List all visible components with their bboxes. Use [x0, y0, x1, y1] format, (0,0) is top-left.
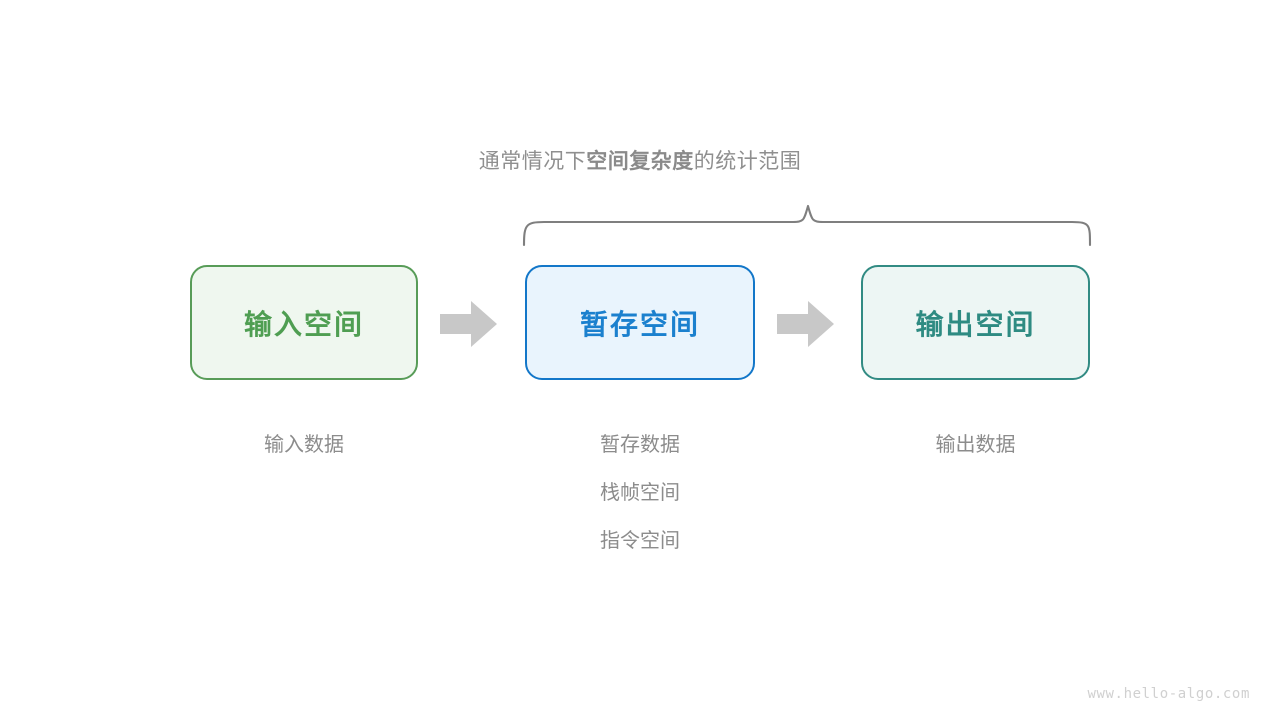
scope-caption-prefix: 通常情况下 [478, 150, 587, 173]
box-output-space: 输出空间 [861, 265, 1090, 380]
scope-caption-emphasis: 空间复杂度 [586, 150, 694, 173]
arrow-input-to-temp-icon [440, 300, 498, 348]
caption-item: 栈帧空间 [600, 482, 680, 504]
box-input-space-label: 输入空间 [243, 308, 364, 340]
caption-item: 输入数据 [264, 434, 344, 456]
box-input-space: 输入空间 [190, 265, 418, 380]
caption-item: 暂存数据 [600, 434, 680, 456]
captions-output-space: 输出数据 [861, 421, 1090, 469]
caption-item: 指令空间 [600, 530, 680, 552]
box-output-space-label: 输出空间 [915, 308, 1036, 340]
captions-temp-space: 暂存数据 栈帧空间 指令空间 [525, 421, 755, 565]
scope-caption: 通常情况下空间复杂度的统计范围 [0, 145, 1280, 175]
arrow-temp-to-output-icon [777, 300, 835, 348]
caption-item: 输出数据 [935, 434, 1016, 456]
watermark: www.hello-algo.com [1087, 686, 1250, 702]
scope-caption-suffix: 的统计范围 [693, 150, 802, 173]
captions-input-space: 输入数据 [190, 421, 418, 469]
scope-brace [510, 195, 1110, 255]
box-temp-space: 暂存空间 [525, 265, 755, 380]
box-temp-space-label: 暂存空间 [579, 308, 700, 340]
